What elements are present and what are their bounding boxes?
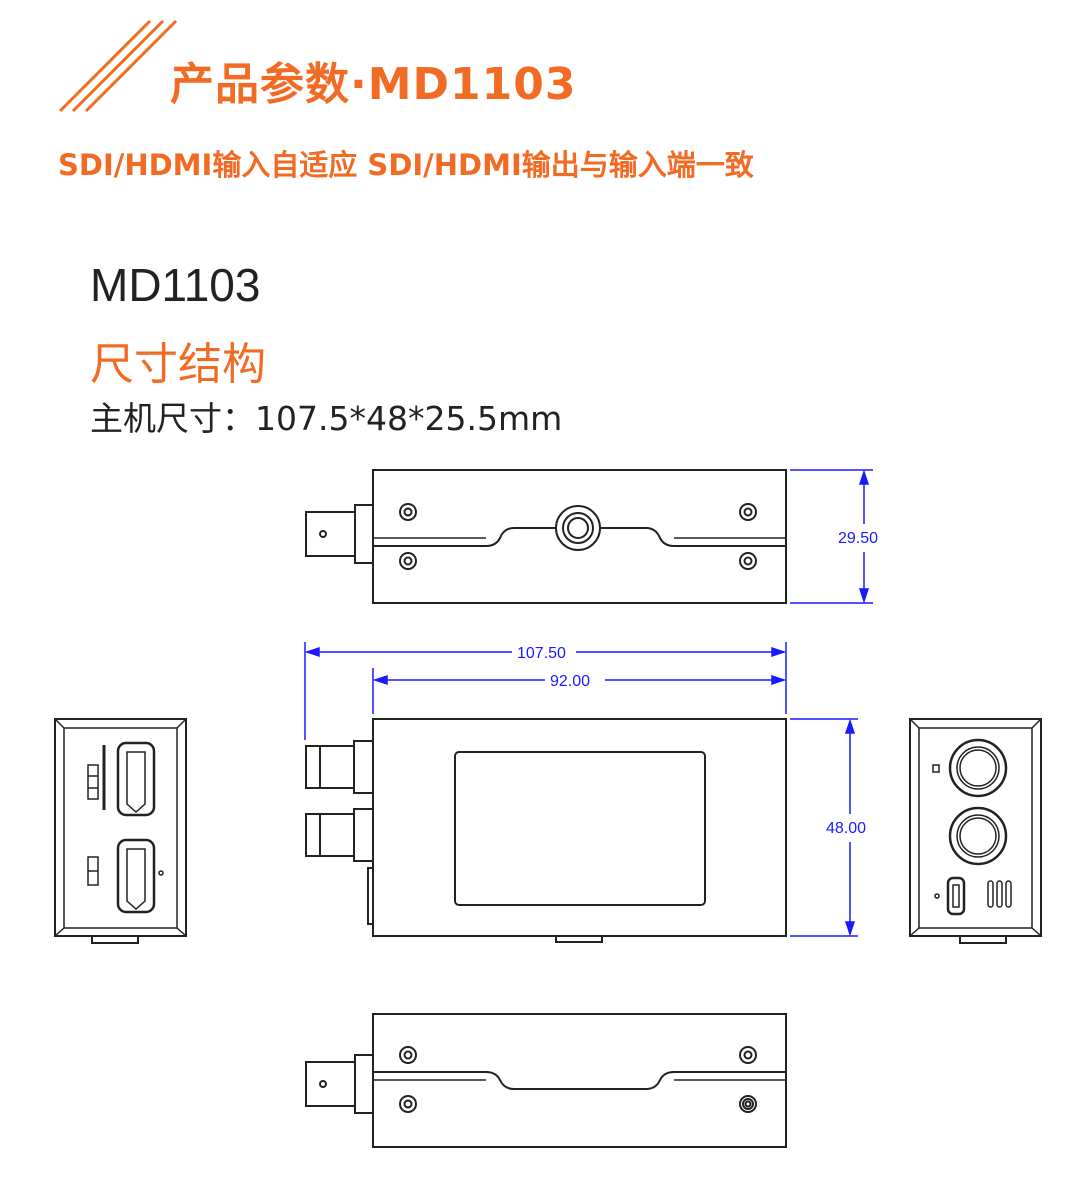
screw-icon (739, 503, 757, 521)
bnc-connector-icon (305, 808, 374, 862)
screw-icon (739, 1046, 757, 1064)
page-subtitle: SDI/HDMI输入自适应 SDI/HDMI输出与输入端一致 (58, 148, 754, 182)
model-name: MD1103 (90, 259, 261, 311)
screw-icon (399, 552, 417, 570)
dim-body-length (372, 668, 787, 714)
vent-slots-icon (987, 880, 1012, 908)
usb-port-icon (946, 876, 966, 916)
dim-label-width: 48.00 (826, 820, 866, 837)
right-side-view (909, 718, 1042, 944)
section-title: 尺寸结构 (90, 339, 266, 390)
bnc-port-icon (948, 806, 1008, 866)
size-spec: 主机尺寸：107.5*48*25.5mm (90, 399, 563, 438)
hdmi-port-icon (116, 741, 156, 817)
decorative-stripes (58, 19, 178, 113)
top-view (305, 469, 787, 604)
dim-total-length (304, 642, 787, 740)
hdmi-port-icon (116, 838, 156, 914)
mount-knob-icon (555, 505, 601, 551)
left-side-view (54, 718, 187, 944)
screw-icon (739, 552, 757, 570)
screw-icon (739, 1095, 757, 1113)
screw-icon (399, 503, 417, 521)
bnc-port-icon (948, 738, 1008, 798)
bnc-connector-icon (305, 740, 374, 794)
dim-label-total-length: 107.50 (517, 645, 566, 662)
display-screen (454, 751, 706, 906)
dim-width (790, 718, 858, 937)
bottom-view (305, 1013, 787, 1148)
screw-icon (399, 1046, 417, 1064)
dim-height-top (790, 469, 873, 604)
main-view (305, 718, 787, 943)
screw-icon (399, 1095, 417, 1113)
dim-label-body-length: 92.00 (550, 673, 590, 690)
dim-label-height-top: 29.50 (838, 530, 878, 547)
page-title: 产品参数·MD1103 (170, 59, 577, 110)
